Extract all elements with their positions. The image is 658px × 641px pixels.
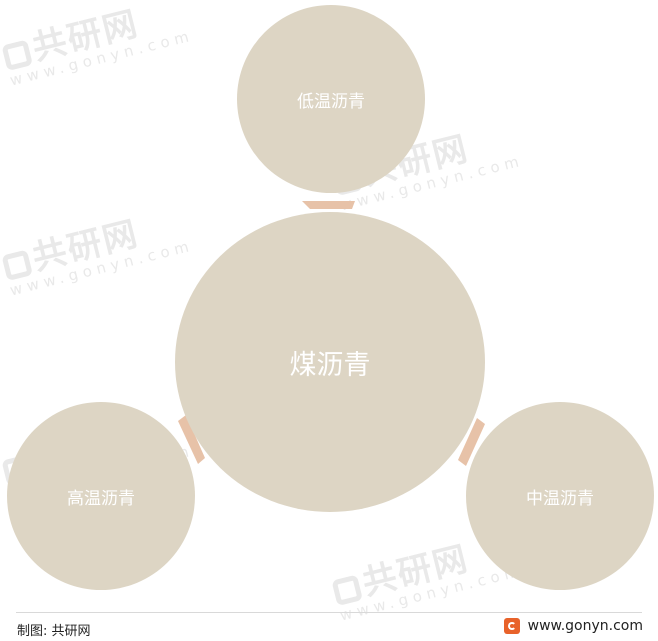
arrow-center-to-mid [458, 418, 485, 466]
footer-divider [16, 612, 642, 613]
node-high-temperature-pitch: 高温沥青 [7, 402, 195, 590]
site-url: www.gonyn.com [527, 618, 643, 634]
node-medium-temperature-pitch: 中温沥青 [466, 402, 654, 590]
source-credit: 制图: 共研网 [17, 624, 91, 639]
site-link[interactable]: www.gonyn.com [503, 618, 643, 634]
node-low-temperature-pitch: 低温沥青 [237, 5, 425, 193]
node-label: 高温沥青 [67, 488, 135, 509]
node-coal-tar-pitch: 煤沥青 [175, 212, 485, 512]
node-label: 低温沥青 [297, 91, 365, 112]
node-label: 中温沥青 [526, 488, 594, 509]
gonyn-logo-icon [503, 618, 520, 634]
arrow-center-to-high [178, 415, 205, 464]
arrow-center-to-low [302, 201, 355, 209]
center-label: 煤沥青 [289, 349, 371, 381]
